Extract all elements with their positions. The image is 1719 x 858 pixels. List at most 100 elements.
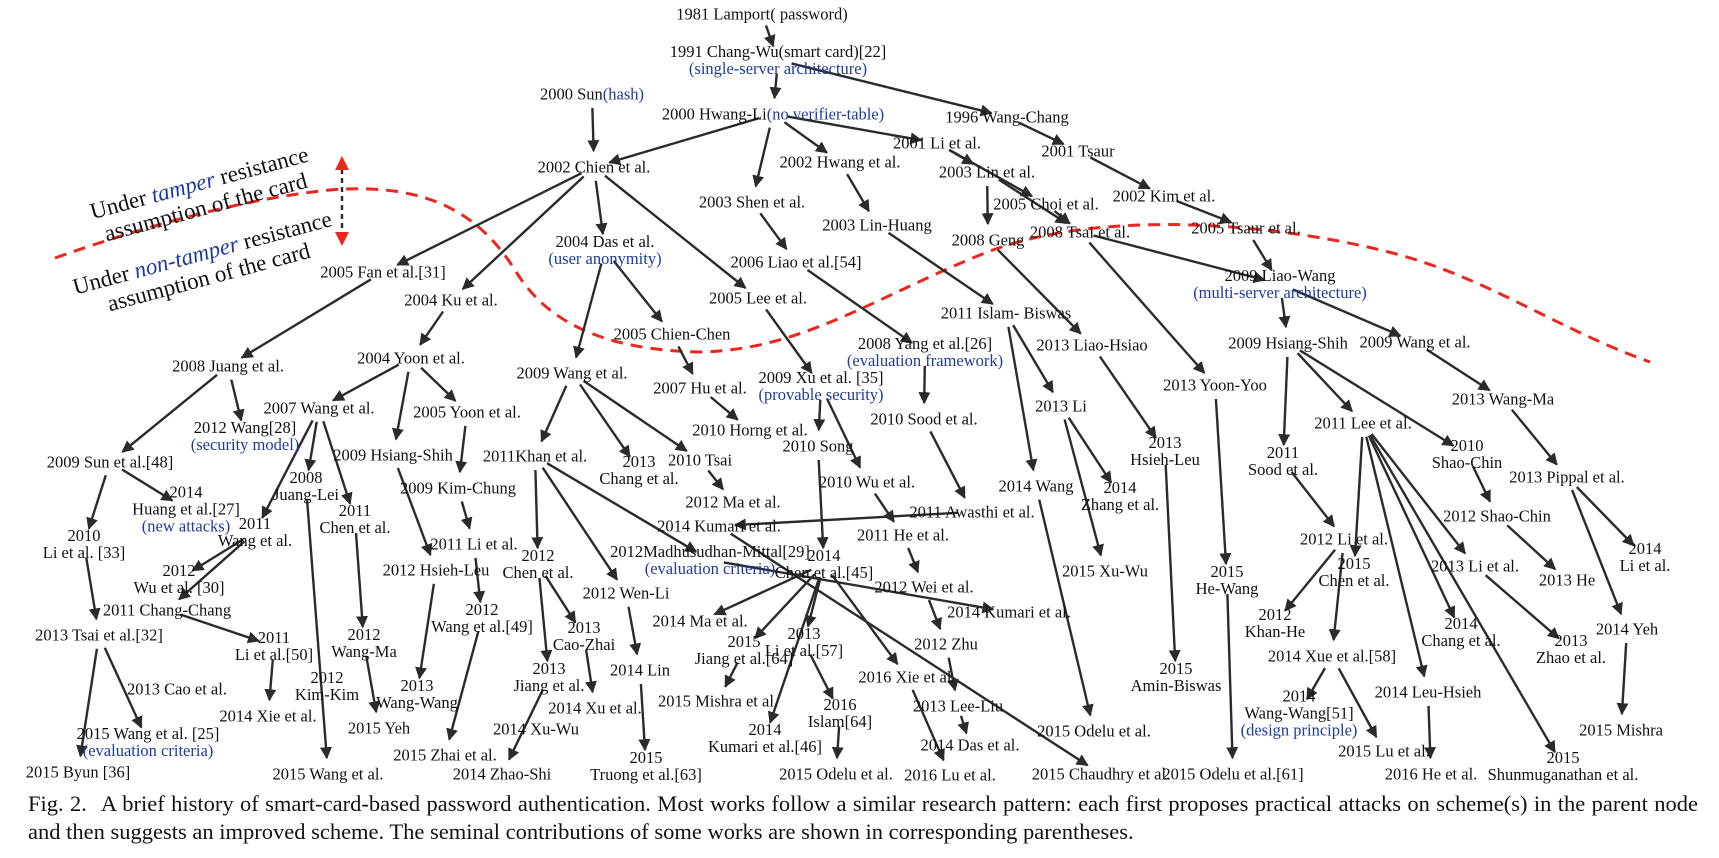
edge-tsai2013-to-wang2015: [103, 647, 143, 729]
node-pippal2013: 2013 Pippal et al.: [1509, 469, 1624, 486]
edge-lin2014-to-truong2015: [638, 683, 651, 752]
node-hsiehleu2012: 2012 Hsieh-Leu: [383, 562, 490, 579]
node-tsai2010: 2010 Tsai: [668, 452, 732, 469]
edge-yoon2004-to-yoon2005: [420, 366, 457, 402]
node-label: 2002 Chien et al.: [537, 157, 651, 177]
node-label: 2001 Li et al.: [893, 133, 981, 153]
node-label-line2: Wu et al. [30]: [133, 578, 225, 597]
node-label: 2012 Li et al.: [1300, 529, 1388, 549]
edge-wenli2012-to-lin2014: [627, 606, 642, 656]
edge-li2012-to-xue2014: [1328, 552, 1344, 642]
node-contribution: (user anonymity): [548, 249, 662, 268]
node-label: 2005 Fan et al.[31]: [320, 262, 446, 282]
edge-shen2003-to-liao2006: [759, 212, 788, 251]
node-label: 2016 He et al.: [1384, 764, 1478, 784]
node-label: 2012: [521, 546, 555, 565]
node-lu2015: 2015 Lu et al.: [1338, 743, 1430, 760]
node-das2014: 2014 Das et al.: [921, 737, 1020, 754]
node-label: 2014: [1282, 686, 1316, 706]
node-label: 2015: [1546, 748, 1580, 767]
edge-wang2009-to-tsai2010: [582, 379, 688, 452]
node-label: 2014 Xie et al.: [219, 706, 317, 726]
node-xie2016: 2016 Xie et al.: [858, 669, 955, 686]
node-label: 2016 Lu et al.: [904, 765, 996, 785]
node-label-line2: Wang-Wang: [376, 693, 458, 712]
node-label-line2: Zhao et al.: [1535, 648, 1607, 667]
node-label: 2011 Awasthi et al.: [909, 502, 1035, 522]
node-label: 2013 Cao et al.: [127, 679, 227, 699]
edge-hsiehleu2012-to-wangwang2013: [415, 583, 436, 680]
edge-hwangli-to-shen2003: [752, 127, 771, 188]
node-xuwu2015: 2015 Xu-Wu: [1062, 563, 1148, 580]
edge-khan2011-to-wenli2012: [541, 467, 619, 581]
node-label: 2010 Horng et al.: [692, 420, 808, 440]
node-label: 2009 Hsiang-Shih: [333, 445, 453, 465]
node-label: 2011 Li et al.: [430, 534, 518, 554]
edge-fan2005-to-juang2008: [240, 278, 372, 359]
node-label: 2011Khan et al.: [482, 446, 588, 466]
node-label: 2010: [67, 526, 101, 545]
node-label: 2015 Wang et al. [25]: [76, 724, 220, 743]
edge-sood2010-to-awasthi2011: [929, 430, 966, 499]
edge-khan2011-to-madhusudhan: [546, 462, 698, 553]
node-li2013: 2013 Li: [1035, 398, 1087, 415]
edge-xue2014-to-wangwang2014: [1305, 667, 1327, 701]
node-label: 2005 Yoon et al.: [413, 402, 521, 422]
node-label: 2014 Kumari et al.: [657, 516, 781, 536]
node-label: 2014 Xu-Wu: [493, 719, 579, 739]
node-contribution: (hash): [602, 84, 645, 104]
node-label: 2014 Yeh: [1595, 619, 1659, 639]
node-label: 2013: [532, 659, 566, 678]
edge-lee2011-to-shunmu2015: [1369, 434, 1556, 754]
edge-chen2014-to-kumari2014c: [767, 576, 821, 724]
node-label-line2: Cao-Zhai: [552, 635, 616, 654]
node-contribution: (design principle): [1240, 720, 1358, 740]
node-label: 2009 Wang et al.: [1359, 332, 1471, 352]
tamper-boundary-curve: [54, 187, 1651, 364]
node-label: 2016: [823, 695, 857, 714]
node-odelu2015: 2015 Odelu et al.: [1037, 723, 1151, 740]
node-label: 2009 Wang et al.: [516, 363, 628, 383]
edge-xu2009-to-song2010: [813, 399, 826, 432]
edge-group: [76, 25, 1635, 767]
node-label: 2013: [787, 624, 821, 643]
node-label: 2015 Mishra et al.: [657, 691, 779, 711]
node-label: 2011: [257, 628, 291, 647]
node-label: 2003 Shen et al.: [698, 192, 806, 212]
node-chienchen: 2005 Chien-Chen: [614, 326, 731, 343]
edge-wang2009-to-khan2011: [540, 385, 568, 443]
node-label: 2013 Lee-Liu: [912, 696, 1004, 716]
edge-yoon2005-to-kimchung2009: [455, 425, 468, 474]
node-cao2013: 2013 Cao et al.: [127, 681, 227, 698]
node-awasthi2011: 2011 Awasthi et al.: [909, 504, 1034, 521]
node-he2011: 2011 He et al.: [857, 527, 949, 544]
node-label: 2015 Xu-Wu: [1062, 561, 1148, 581]
edge-liaowang-to-hsiangshih2009: [1278, 297, 1291, 329]
node-contribution: (provable security): [758, 385, 884, 404]
node-ma2014: 2014 Ma et al.: [652, 613, 747, 630]
node-label: 2011 Lee et al.: [1314, 413, 1412, 433]
edge-tsai2013-to-byun2015: [76, 648, 99, 758]
edge-li2001-to-choi2005: [948, 148, 1034, 198]
edge-wang2011-to-wu2012: [191, 538, 244, 572]
node-kumari2014b: 2014 Kumari et al.: [947, 604, 1071, 621]
node-label: 2000 Sun(hash): [539, 84, 645, 104]
node-label: 2015: [727, 632, 761, 651]
node-kim2002: 2002 Kim et al.: [1113, 188, 1216, 205]
node-sood2010: 2010 Sood et al.: [870, 411, 977, 428]
edge-khan2011-to-chen2012: [531, 469, 544, 550]
figure-caption: Fig. 2.A brief history of smart-card-bas…: [28, 790, 1698, 846]
edge-yoon2004-to-hsiangshih2009b: [391, 371, 410, 441]
node-label: 2003 Lin-Huang: [822, 215, 932, 235]
